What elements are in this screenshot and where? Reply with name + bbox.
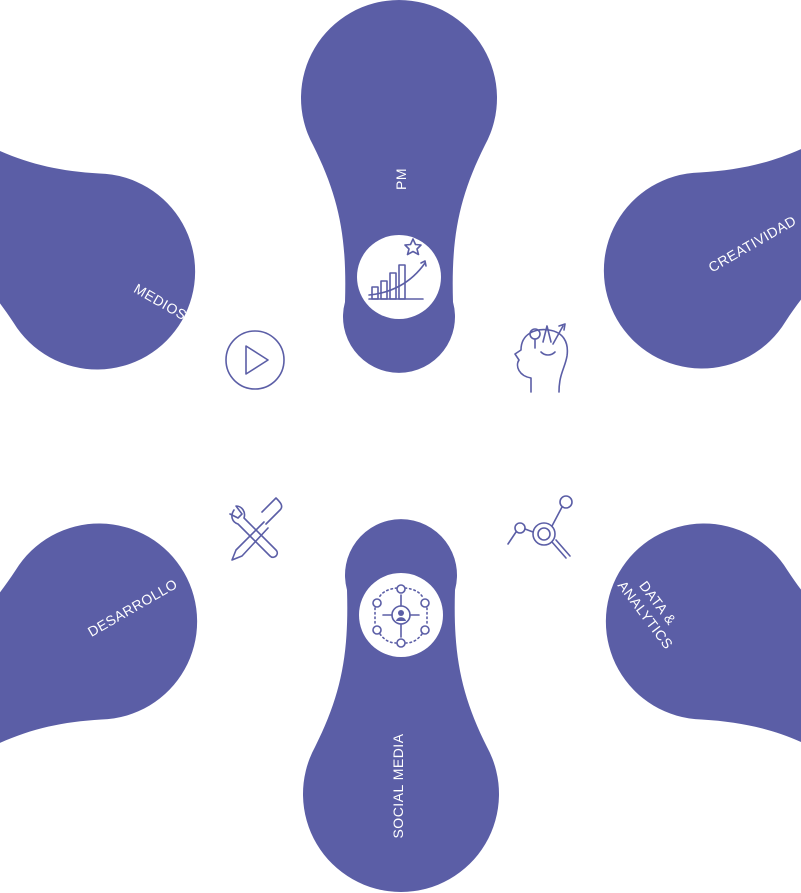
petal-pm[interactable]: PM: [301, 0, 497, 373]
data-analytics-magnifier-icon: [507, 495, 573, 559]
petal-pm-label: PM: [393, 168, 409, 190]
petal-medios[interactable]: [0, 49, 231, 406]
growth-chart-star-icon: [368, 238, 427, 300]
play-button-icon: [225, 330, 285, 390]
creative-head-icon: [514, 323, 569, 393]
petal-creatividad[interactable]: CREATIVIDAD: [568, 48, 801, 405]
petal-data-analytics[interactable]: [570, 487, 801, 844]
petal-data-shape: [570, 487, 801, 844]
petal-medios-shape: [0, 49, 231, 406]
petal-desarrollo-shape: [0, 487, 233, 844]
social-network-icon: [372, 584, 430, 648]
wrench-screwdriver-icon: [229, 497, 283, 561]
petal-desarrollo[interactable]: [0, 487, 233, 844]
petal-social-label: SOCIAL MEDIA: [390, 733, 406, 838]
